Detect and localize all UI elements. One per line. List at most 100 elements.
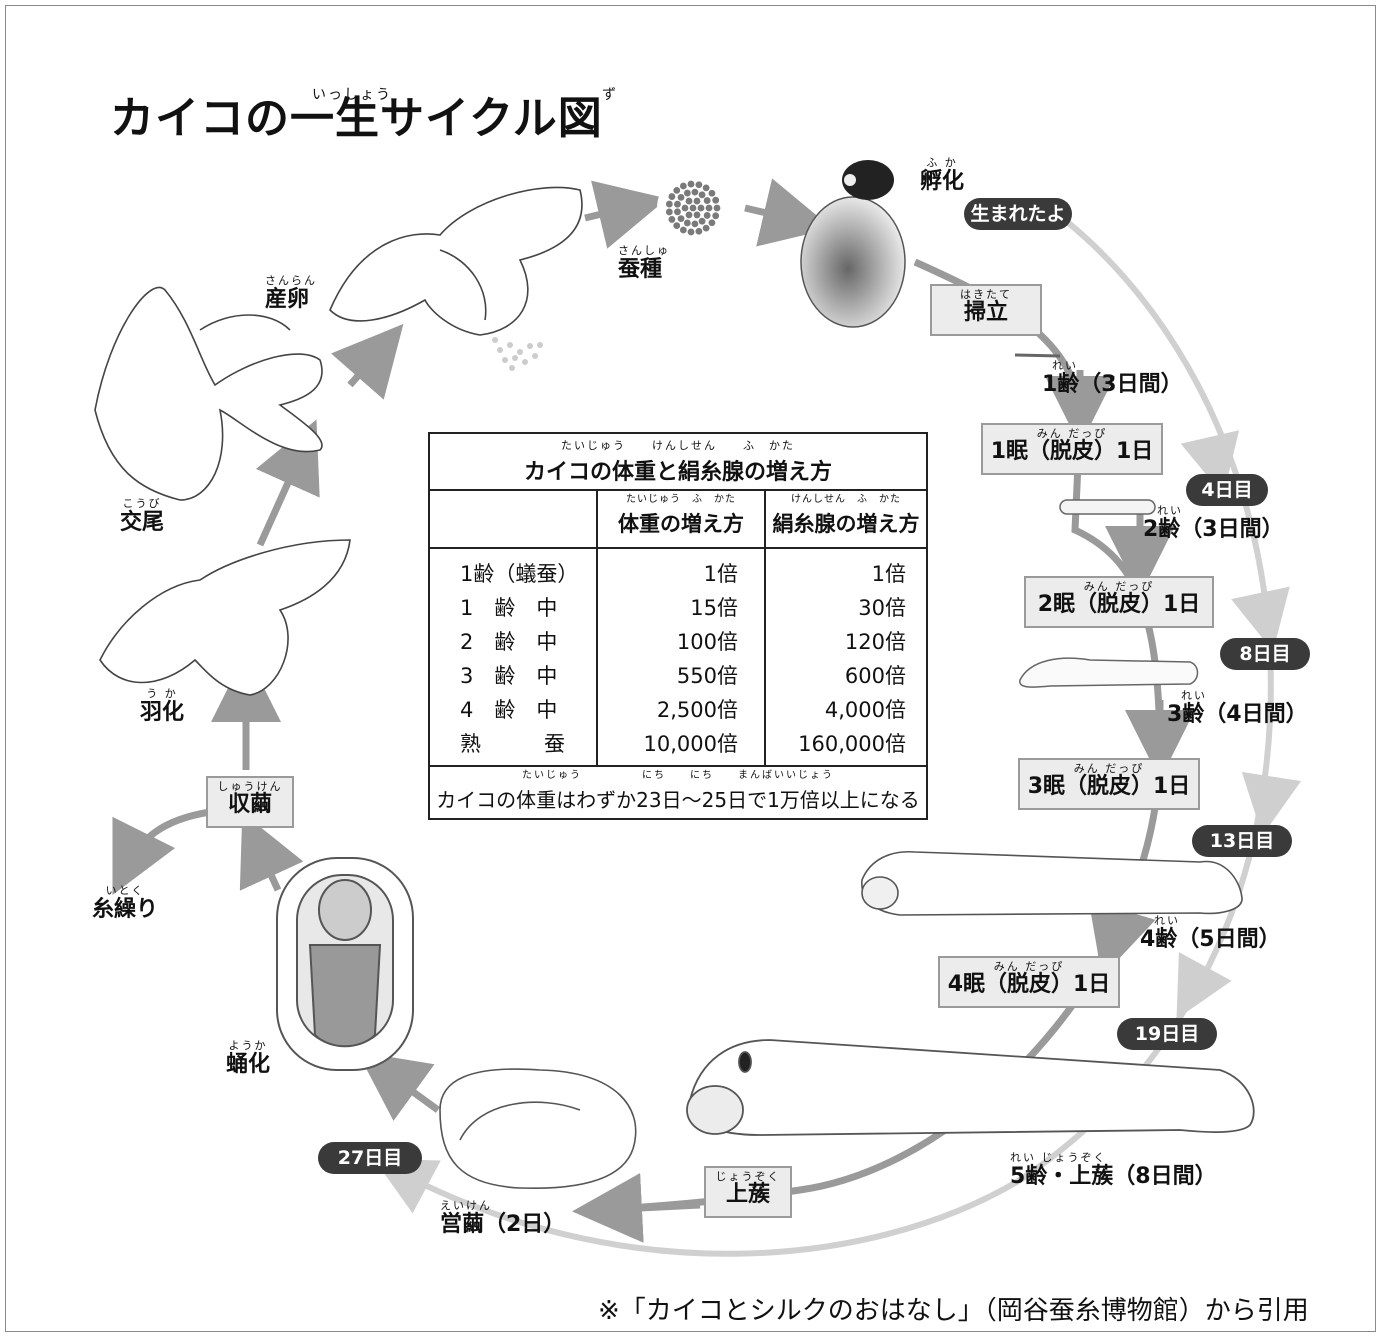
egg-dot	[687, 180, 695, 188]
stage-sanshu: さんしゅ蚕種	[618, 244, 670, 282]
egg-dot	[681, 204, 689, 212]
moth-laying-illustration	[329, 186, 583, 336]
box-jouzoku: じょうぞく上蔟	[704, 1166, 792, 1218]
day-tick-arrow	[1176, 952, 1232, 1020]
egg-dot	[668, 216, 676, 223]
arrow	[239, 812, 304, 892]
stage-itokuri: いとく糸繰り	[92, 884, 159, 922]
egg-dot	[668, 193, 676, 200]
egg-cluster-illustration	[657, 172, 729, 244]
growth-table: たいじゅう けんしせん ふ かたカイコの体重と絹糸腺の増え方 たいじゅう ふ か…	[428, 432, 928, 820]
table-divider	[764, 489, 766, 765]
day-tick-arrow	[1241, 771, 1302, 836]
stage-uka: う か羽化	[140, 687, 185, 725]
egg-dot	[674, 208, 681, 216]
egg-dot	[685, 197, 693, 205]
citation-note: ※「カイコとシルクのおはなし」（岡谷蚕糸博物館）から引用	[598, 1296, 1309, 1326]
egg-dot	[712, 212, 720, 220]
egg-dot	[698, 191, 706, 199]
egg-dot	[705, 204, 713, 212]
pupa-in-cocoon-illustration	[276, 857, 414, 1071]
larva-3-illustration	[1019, 657, 1199, 688]
egg-dot	[691, 188, 699, 196]
badge-day-4: 4日目	[1186, 474, 1268, 506]
day-tick-arrow	[1231, 586, 1290, 652]
larva-1-illustration	[1014, 353, 1061, 358]
egg-dot	[708, 189, 716, 197]
egg-dot	[689, 204, 697, 212]
egg-dot	[679, 182, 687, 190]
badge-day-27: 27日目	[318, 1142, 422, 1174]
egg-dot	[693, 211, 701, 219]
hatching-egg-illustration	[800, 160, 906, 328]
stage-sanran: さんらん産卵	[265, 274, 317, 312]
emerged-moth-illustration	[99, 539, 351, 696]
larva-4-illustration	[861, 850, 1243, 916]
badge-umaretayo: 生まれたよ	[964, 198, 1072, 230]
table-header-gland: けんしせん ふ かた絹糸腺の増え方	[766, 489, 926, 549]
day-tick-arrow	[1180, 430, 1240, 496]
arrow	[572, 1172, 701, 1243]
egg-dot	[674, 200, 681, 208]
egg-dot	[679, 226, 687, 234]
egg-dot	[708, 219, 716, 227]
egg-dot	[673, 222, 681, 230]
table-footer: たいじゅう にち にち まんばいいじょうカイコの体重はわずか23日〜25日で1万…	[430, 765, 926, 820]
title-ruby-issho: いっしょう	[312, 87, 392, 103]
stage-koubi: こうび交尾	[120, 497, 165, 535]
arrow	[255, 419, 320, 547]
egg-dot	[703, 212, 711, 219]
egg-dot	[691, 220, 699, 228]
egg-dot	[665, 200, 673, 208]
stage-fuka: ふ か孵化	[920, 156, 965, 194]
table-header-weight: たいじゅう ふ かた体重の増え方	[598, 489, 764, 549]
arrow	[584, 180, 668, 249]
egg-dot	[702, 224, 710, 232]
egg-dot	[698, 217, 706, 225]
page-title: カイコの一生サイクル図	[110, 93, 603, 144]
table-header-blank	[430, 489, 596, 549]
larva-2-illustration	[1059, 499, 1156, 515]
egg-dot	[673, 186, 681, 194]
table-title: たいじゅう けんしせん ふ かたカイコの体重と絹糸腺の増え方	[430, 434, 926, 491]
egg-dot	[685, 211, 693, 219]
egg-dot	[665, 208, 673, 216]
egg-dot	[695, 227, 703, 235]
laid-eggs	[492, 337, 543, 371]
spinning-cocoon-illustration	[439, 1068, 637, 1190]
larva-5-illustration	[686, 1039, 1255, 1136]
egg-dot	[683, 189, 691, 197]
egg-dot	[702, 184, 710, 192]
figure-frame	[5, 5, 1376, 1332]
box-shuuken: しゅうけん収繭	[206, 776, 294, 828]
egg-dot	[677, 193, 685, 201]
arrow	[357, 1051, 441, 1121]
egg-dot	[693, 197, 701, 205]
arrow-to-itokuri	[112, 808, 211, 896]
box-hakitate: はきたて掃立	[930, 284, 1042, 336]
egg-dot	[712, 196, 720, 204]
egg-dot	[677, 215, 685, 223]
egg-dot	[683, 219, 691, 227]
table-divider	[596, 489, 598, 765]
stage-eiken: えいけん営繭（2日）	[440, 1199, 566, 1237]
stage-youka: ようか蛹化	[226, 1039, 271, 1077]
egg-dot	[697, 204, 705, 212]
badge-day-8: 8日目	[1220, 638, 1310, 670]
badge-day-19: 19日目	[1117, 1018, 1217, 1050]
